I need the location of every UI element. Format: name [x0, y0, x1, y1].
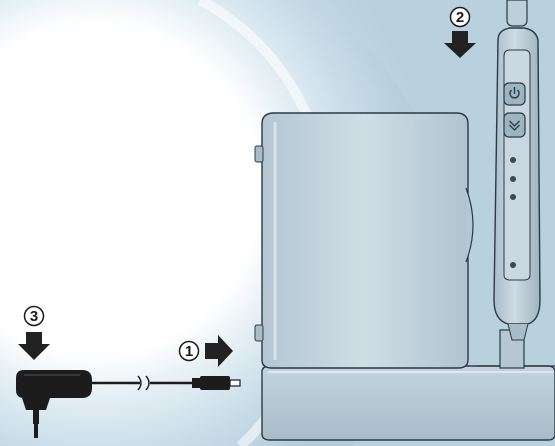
charging-base [261, 365, 555, 441]
mode-button [503, 112, 526, 138]
step-number-badge [178, 340, 200, 362]
power-adapter [16, 370, 92, 438]
indicator-light [510, 262, 516, 268]
arrow-right-icon [205, 335, 233, 367]
handle [493, 0, 541, 341]
power-icon [509, 87, 520, 99]
indicator-light [510, 176, 516, 182]
plug-prong [33, 410, 39, 424]
water-tank [254, 112, 474, 369]
dc-connector [200, 376, 230, 390]
step-2-marker: 2 [444, 6, 476, 58]
power-cable [88, 375, 241, 391]
step-1-marker: 1 [178, 335, 233, 367]
plug-prong [34, 424, 38, 438]
step-number-badge [449, 6, 471, 28]
step-number: 2 [456, 9, 464, 26]
mode-chevron-icon [509, 120, 520, 131]
step-3-marker: 3 [18, 305, 50, 360]
arrow-down-icon [444, 31, 476, 58]
step-number: 1 [185, 343, 193, 360]
background-swoosh [300, 0, 555, 446]
step-number-badge [23, 305, 45, 327]
power-button [503, 82, 526, 106]
step-number: 3 [30, 308, 38, 325]
indicator-light [510, 194, 516, 200]
arrow-down-icon [18, 332, 50, 360]
indicator-light [510, 157, 516, 163]
dc-plug-tip [229, 379, 241, 387]
